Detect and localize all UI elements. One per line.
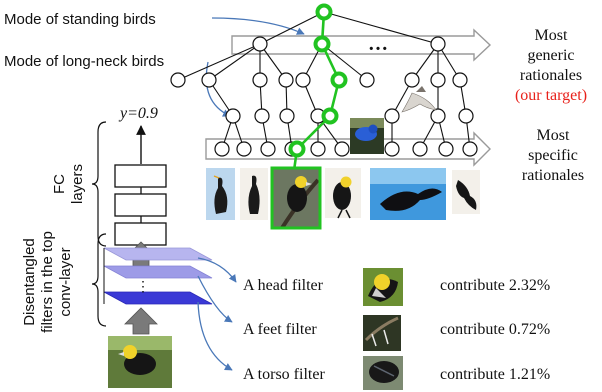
filter-row-head: A head filter contribute 2.32% [243, 268, 550, 306]
svg-text:Most: Most [537, 127, 570, 144]
fc-layer-3 [114, 222, 167, 246]
generic-band-arrow [231, 28, 492, 62]
svg-text:conv-layer: conv-layer [57, 247, 74, 316]
annotation-standing-birds: Mode of standing birds [4, 11, 156, 28]
dark-bird-thumbnail [240, 168, 268, 220]
filter-name: A head filter [243, 277, 324, 294]
filter-row-torso: A torso filter contribute 1.21% [243, 356, 550, 390]
output-value: y=0.9 [118, 105, 158, 122]
specific-band-arrow [205, 131, 491, 167]
fc-layers-label: FC layers [51, 164, 86, 204]
svg-text:Most: Most [535, 27, 568, 44]
svg-text:generic: generic [527, 47, 574, 64]
fc-layers [114, 164, 167, 246]
conv-dots: ⋮ [136, 278, 150, 294]
conv-filter-stack [103, 247, 213, 305]
annotation-long-neck-birds: Mode of long-neck birds [4, 53, 164, 70]
selected-blackbird-thumbnail [270, 166, 322, 230]
perched-yellow-bird-thumbnail [325, 168, 361, 219]
conv-layer-label: Disentangled filters in the top conv-lay… [21, 231, 74, 333]
filter-name: A feet filter [243, 321, 317, 338]
highlighted-nodes [288, 3, 348, 158]
generic-rationales-label: Most generic rationales (our target) [515, 27, 587, 104]
filter-name: A torso filter [243, 366, 325, 383]
svg-text:layers: layers [69, 164, 86, 204]
head-filter-arrow [197, 257, 237, 283]
fc-layer-2 [114, 193, 167, 217]
cormorant-thumbnail [206, 168, 235, 220]
input-bird-image [108, 336, 172, 388]
tree-nodes [170, 36, 478, 157]
filter-contribution: contribute 0.72% [440, 321, 550, 338]
filter-row-feet: A feet filter contribute 0.72% [243, 315, 550, 351]
svg-text:rationales: rationales [522, 167, 584, 184]
svg-text:specific: specific [528, 147, 578, 164]
flying-blackbird-thumbnail [452, 170, 480, 214]
tree-ellipsis: … [368, 33, 388, 55]
svg-text:FC: FC [51, 174, 68, 194]
blue-bird-image [350, 118, 384, 154]
fc-layer-1 [114, 164, 167, 188]
long-neck-birds-arrow [205, 61, 231, 117]
svg-text:Disentangled: Disentangled [21, 238, 38, 326]
conv-bracket [91, 233, 107, 327]
flying-bird-image [401, 86, 437, 113]
input-to-conv-arrow [124, 307, 158, 335]
filter-contribution: contribute 1.21% [440, 366, 550, 383]
torso-filter-arrow [197, 301, 233, 371]
selected-thumbnail-frame [270, 166, 322, 230]
our-target-label: (our target) [515, 87, 587, 104]
specific-rationales-label: Most specific rationales [522, 127, 584, 184]
flying-crow-thumbnail [370, 168, 446, 220]
filter-contribution: contribute 2.32% [440, 277, 550, 294]
fc-bracket [91, 121, 107, 247]
svg-text:filters in the top: filters in the top [39, 231, 56, 333]
svg-text:rationales: rationales [520, 67, 582, 84]
standing-birds-arrow [211, 17, 305, 35]
feet-filter-arrow [197, 275, 233, 323]
